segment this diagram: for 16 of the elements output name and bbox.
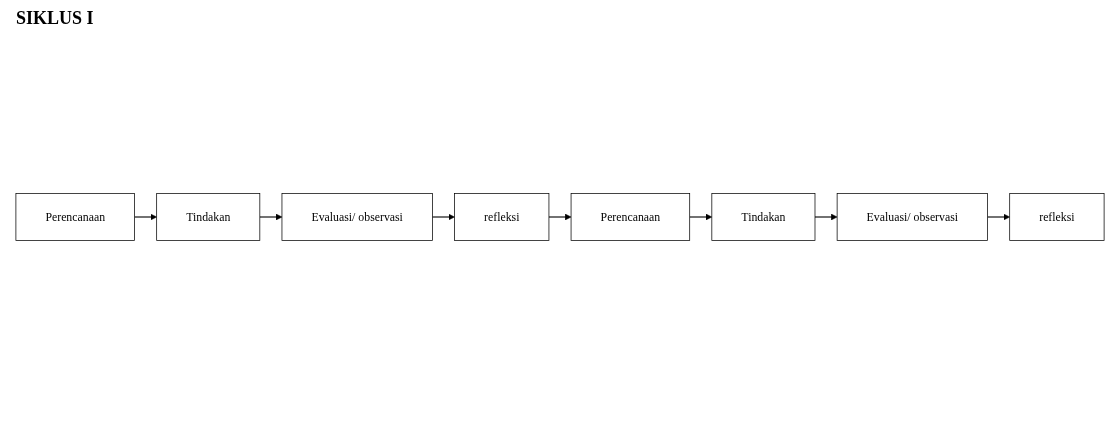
node-box: refleksi (1009, 193, 1105, 241)
node-box: refleksi (454, 193, 550, 241)
arrow (548, 213, 572, 221)
arrow (689, 213, 713, 221)
node-box: Evaluasi/ observasi (281, 193, 433, 241)
cycle-heading: SIKLUS I (16, 8, 94, 29)
node-box: Perencanaan (15, 193, 135, 241)
arrow (134, 213, 157, 221)
node-box: Evaluasi/ observasi (836, 193, 988, 241)
node-box: Perencanaan (570, 193, 691, 241)
arrow (259, 213, 283, 221)
arrow (431, 213, 455, 221)
node-box: Tindakan (156, 193, 261, 241)
node-box: Tindakan (711, 193, 816, 241)
arrow (987, 213, 1010, 221)
arrow (814, 213, 838, 221)
